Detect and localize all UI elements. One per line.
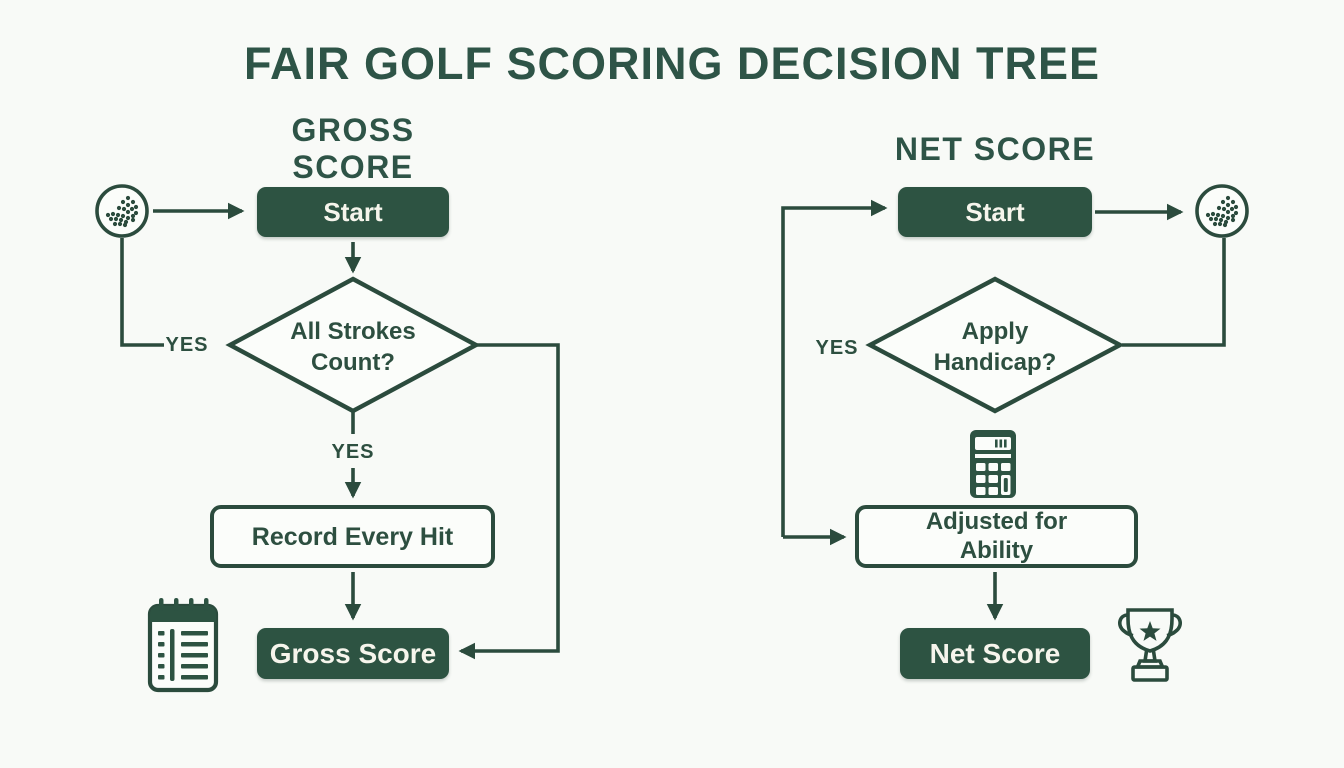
trophy-icon bbox=[1118, 608, 1182, 682]
net-yes-loop-label: YES bbox=[815, 336, 859, 359]
net-connectors bbox=[781, 199, 1226, 621]
net-result-node: Net Score bbox=[900, 628, 1090, 679]
net-decision-diamond bbox=[865, 276, 1125, 414]
gross-column-heading: GROSS SCORE bbox=[291, 112, 415, 185]
golf-ball-icon bbox=[95, 184, 149, 238]
net-process-line1: Adjusted for bbox=[925, 507, 1068, 535]
net-decision-line2: Handicap? bbox=[933, 349, 1057, 377]
gross-start-node: Start bbox=[257, 187, 449, 237]
page-title: FAIR GOLF SCORING DECISION TREE bbox=[243, 38, 1101, 89]
golf-ball-icon bbox=[1195, 184, 1249, 238]
calculator-icon bbox=[970, 430, 1016, 498]
net-start-node: Start bbox=[898, 187, 1092, 237]
notepad-icon bbox=[147, 598, 219, 693]
gross-decision-line1: All Strokes bbox=[290, 318, 416, 345]
net-decision-label: Apply Handicap? bbox=[895, 316, 1095, 378]
gross-decision-label: All Strokes Count? bbox=[253, 316, 453, 378]
net-process-line2: Ability bbox=[959, 536, 1034, 564]
gross-process-node: Record Every Hit bbox=[210, 505, 495, 568]
gross-decision-line2: Count? bbox=[311, 349, 395, 377]
gross-yes-branch-label: YES bbox=[331, 440, 375, 463]
gross-result-node: Gross Score bbox=[257, 628, 449, 679]
gross-decision-diamond bbox=[225, 276, 481, 414]
net-process-node: Adjusted for Ability bbox=[855, 505, 1138, 568]
net-column-heading: NET SCORE bbox=[894, 130, 1096, 167]
gross-connectors bbox=[120, 202, 560, 660]
gross-yes-loop-label: YES bbox=[165, 333, 209, 356]
net-decision-line1: Apply bbox=[961, 318, 1029, 345]
